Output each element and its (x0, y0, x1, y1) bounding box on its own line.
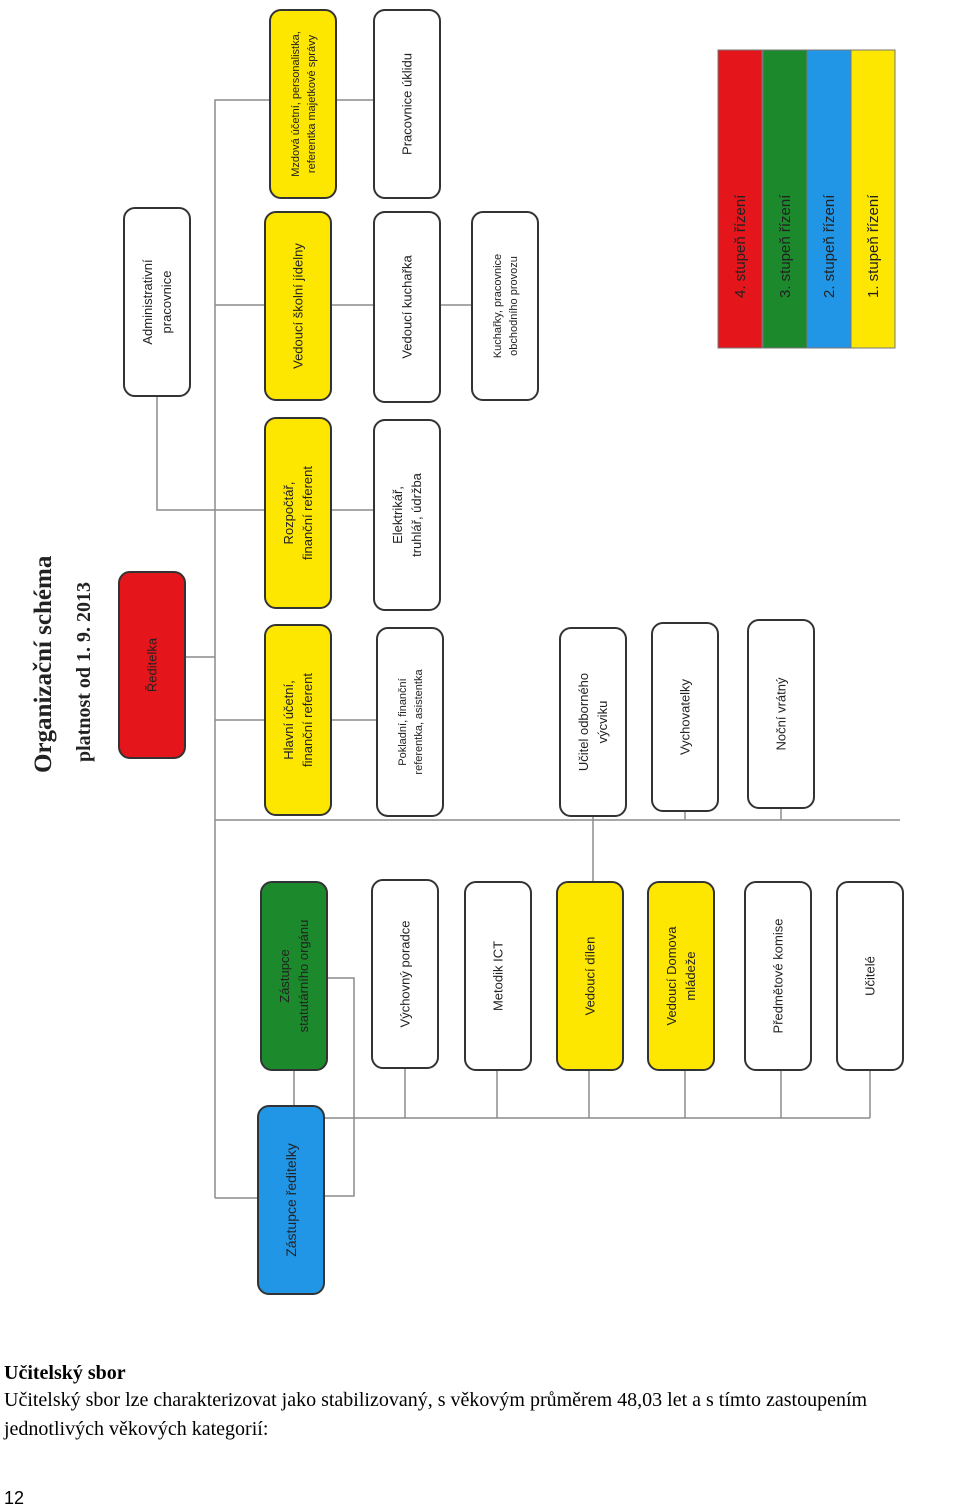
org-box-label: Vedoucí kuchařka (400, 255, 415, 359)
org-box-shape (264, 211, 332, 401)
org-box-shape (376, 627, 444, 817)
org-box-shape (647, 881, 715, 1071)
chart-title: Organizační schéma (30, 555, 57, 773)
org-box-metodik-ict: Metodik ICT (464, 881, 532, 1071)
org-box-shape (118, 571, 186, 759)
org-box-shape (373, 9, 441, 199)
org-box-predmetove-komise: Předmětové komise (744, 881, 812, 1071)
page-number: 12 (4, 1488, 25, 1508)
org-box-shape (836, 881, 904, 1071)
org-box-shape (373, 211, 441, 403)
org-box-shape (373, 419, 441, 611)
org-box-label: Zástupce ředitelky (283, 1143, 299, 1257)
legend-label: 2. stupeň řízení (821, 194, 838, 298)
connector-lines (156, 99, 900, 1199)
org-box-shape (559, 627, 627, 817)
org-box-shape (264, 417, 332, 609)
org-box-elektrikar: Elektrikář,truhlář, údržba (373, 419, 441, 611)
connector-line (214, 99, 218, 1198)
connector-line (156, 396, 215, 511)
org-box-label: Vedoucí dílen (583, 937, 598, 1016)
org-box-shape (371, 879, 439, 1069)
org-box-hlavni-ucetni: Hlavní účetní,finanční referent (264, 624, 332, 816)
org-box-label: Předmětové komise (771, 919, 786, 1034)
org-box-reditelka: Ředitelka (118, 571, 186, 759)
org-box-nocni-vratny: Noční vrátný (747, 619, 815, 809)
org-box-shape (264, 624, 332, 816)
section-paragraph: Učitelský sbor lze charakterizovat jako … (4, 1389, 868, 1440)
legend-label: 1. stupeň řízení (865, 194, 882, 298)
org-box-label: Elektrikář,truhlář, údržba (390, 472, 424, 557)
legend-label: 3. stupeň řízení (777, 194, 794, 298)
org-box-shape (123, 207, 191, 397)
org-box-shape (747, 619, 815, 809)
org-box-vychovatelky: Vychovatelky (651, 622, 719, 812)
org-box-label: Rozpočtář,finanční referent (281, 466, 315, 560)
chart-subtitle: platnost od 1. 9. 2013 (73, 582, 95, 762)
org-box-shape (556, 881, 624, 1071)
org-box-label: Vedoucí školní jídelny (291, 243, 306, 369)
org-box-label: Metodik ICT (491, 941, 506, 1011)
legend-swatch (762, 49, 808, 349)
legend-swatch (850, 49, 896, 349)
org-box-ucitele: Učitelé (836, 881, 904, 1071)
org-box-label: Hlavní účetní,finanční referent (281, 673, 315, 767)
org-box-label: Noční vrátný (774, 677, 789, 750)
section-heading: Učitelský sbor (4, 1362, 126, 1384)
org-box-vedouci-jidelny: Vedoucí školní jídelny (264, 211, 332, 401)
org-box-zastupce-reditelky: Zástupce ředitelky (257, 1105, 325, 1295)
org-box-pracovnice-uklidu: Pracovnice úklidu (373, 9, 441, 199)
org-box-shape (257, 1105, 325, 1295)
legend: 4. stupeň řízení 3. stupeň řízení 2. stupe… (717, 49, 896, 349)
org-box-label: Mzdová účetní, personalistka,referentka … (290, 31, 318, 177)
org-box-vychovny-poradce: Výchovný poradce (371, 879, 439, 1069)
org-box-shape (260, 881, 328, 1071)
org-box-rozpoctar: Rozpočtář,finanční referent (264, 417, 332, 609)
text-section: Učitelský sbor Učitelský sbor lze charak… (4, 1360, 954, 1444)
org-box-vedouci-dilen: Vedoucí dílen (556, 881, 624, 1071)
org-box-shape (464, 881, 532, 1071)
org-box-label: Vychovatelky (678, 678, 693, 755)
org-box-label: Ředitelka (145, 637, 160, 692)
org-box-shape (269, 9, 337, 199)
org-box-label: Výchovný poradce (398, 921, 413, 1028)
org-box-shape (651, 622, 719, 812)
org-box-label: Pracovnice úklidu (400, 53, 415, 155)
org-box-mzdova-ucetni: Mzdová účetní, personalistka,referentka … (269, 9, 337, 199)
org-box-label: Učitelé (863, 956, 878, 996)
org-box-vedouci-kucharka: Vedoucí kuchařka (373, 211, 441, 403)
legend-label: 4. stupeň řízení (732, 194, 749, 298)
org-box-shape (744, 881, 812, 1071)
org-box-shape (471, 211, 539, 401)
connector-line (324, 977, 355, 1197)
legend-swatch (717, 49, 763, 349)
